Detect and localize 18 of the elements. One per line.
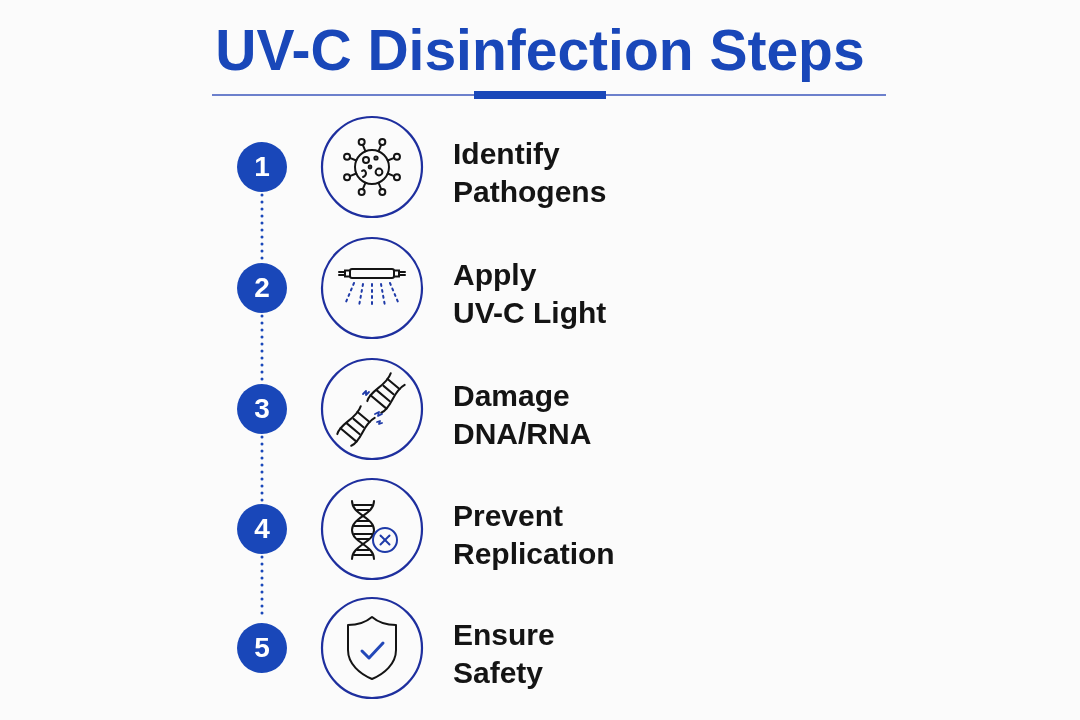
step-title: Apply UV-C Light xyxy=(453,257,608,331)
step-number: 1 xyxy=(254,152,270,182)
step-title: Identify Pathogens xyxy=(453,136,608,210)
numbered-circle xyxy=(237,263,287,313)
step-number: 3 xyxy=(254,394,270,424)
step-number: 2 xyxy=(254,273,270,303)
step-number: 4 xyxy=(254,514,270,544)
dotted-connector xyxy=(260,435,264,503)
numbered-circle xyxy=(237,384,287,434)
step-title: Damage DNA/RNA xyxy=(453,378,593,452)
numbered-circle xyxy=(237,142,287,192)
numbered-circle xyxy=(237,504,287,554)
dotted-connector xyxy=(260,193,264,262)
step-title: Prevent Replication xyxy=(453,498,616,572)
numbered-circle xyxy=(237,623,287,673)
step-number: 5 xyxy=(254,633,270,663)
step-title: Ensure Safety xyxy=(453,617,556,691)
dotted-connector xyxy=(260,314,264,383)
